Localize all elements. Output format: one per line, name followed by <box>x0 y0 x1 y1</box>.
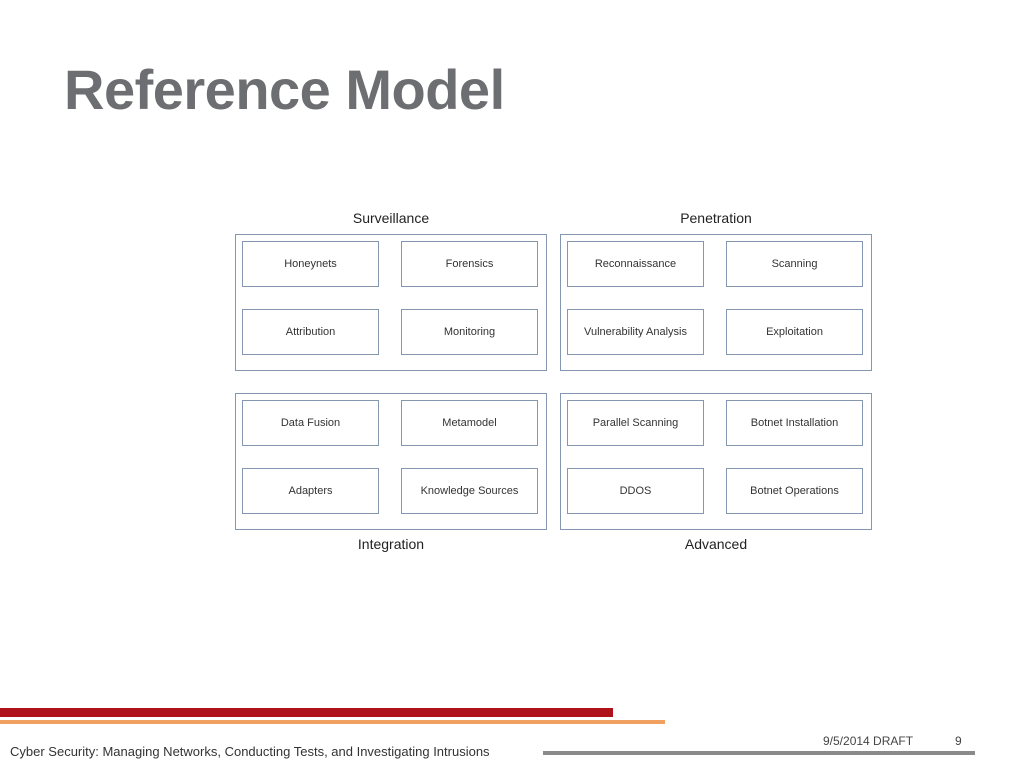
cell-botnet-installation: Botnet Installation <box>726 400 863 446</box>
cell-attribution: Attribution <box>242 309 379 355</box>
cell-forensics: Forensics <box>401 241 538 287</box>
group-label-penetration: Penetration <box>680 210 752 226</box>
cell-ddos: DDOS <box>567 468 704 514</box>
footer-gray-bar <box>543 751 975 755</box>
group-label-advanced: Advanced <box>684 536 748 552</box>
slide-title: Reference Model <box>64 58 505 121</box>
group-label-integration: Integration <box>357 536 425 552</box>
cell-adapters: Adapters <box>242 468 379 514</box>
group-label-surveillance: Surveillance <box>352 210 430 226</box>
footer-date-status: 9/5/2014 DRAFT <box>823 734 914 748</box>
footer-course-title: Cyber Security: Managing Networks, Condu… <box>10 744 490 759</box>
cell-vulnerability-analysis: Vulnerability Analysis <box>567 309 704 355</box>
cell-scanning: Scanning <box>726 241 863 287</box>
cell-knowledge-sources: Knowledge Sources <box>401 468 538 514</box>
cell-monitoring: Monitoring <box>401 309 538 355</box>
cell-reconnaissance: Reconnaissance <box>567 241 704 287</box>
footer-red-bar <box>0 708 613 717</box>
cell-botnet-operations: Botnet Operations <box>726 468 863 514</box>
cell-honeynets: Honeynets <box>242 241 379 287</box>
cell-metamodel: Metamodel <box>401 400 538 446</box>
cell-data-fusion: Data Fusion <box>242 400 379 446</box>
group-box-advanced: Parallel Scanning Botnet Installation DD… <box>560 393 872 530</box>
cell-parallel-scanning: Parallel Scanning <box>567 400 704 446</box>
group-box-surveillance: Honeynets Forensics Attribution Monitori… <box>235 234 547 371</box>
footer-orange-bar <box>0 720 665 724</box>
group-box-integration: Data Fusion Metamodel Adapters Knowledge… <box>235 393 547 530</box>
footer-page-number: 9 <box>955 734 962 748</box>
group-box-penetration: Reconnaissance Scanning Vulnerability An… <box>560 234 872 371</box>
cell-exploitation: Exploitation <box>726 309 863 355</box>
